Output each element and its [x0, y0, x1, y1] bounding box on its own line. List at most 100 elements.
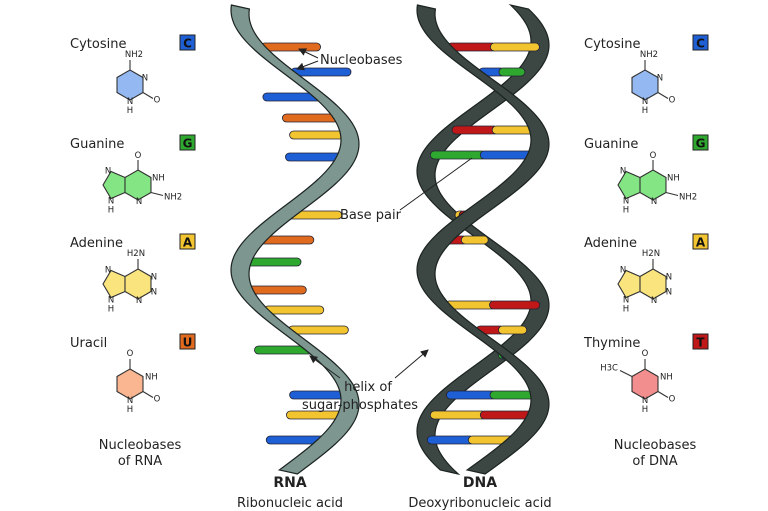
atom-label: N: [623, 296, 629, 306]
nucleobase-letter-box: [692, 333, 709, 350]
atom-label: NH2: [640, 50, 658, 60]
nucleobases-arrow: [296, 60, 319, 71]
dna-base-thymine: [489, 300, 541, 310]
bond: [657, 92, 669, 99]
atom-label: N: [651, 296, 657, 306]
pyrimidine-ring: [116, 69, 144, 101]
atom-label: N: [127, 97, 133, 107]
atom-label: NH2: [679, 193, 697, 203]
atom-label: N: [651, 197, 657, 207]
nucleobase-letter: A: [696, 236, 706, 250]
dna-base-cytosine: [426, 435, 475, 445]
nucleobase-letter-box: [179, 333, 196, 350]
bond: [142, 92, 154, 99]
nucleobase-name: Guanine: [584, 137, 638, 152]
nucleobases-arrow: [298, 48, 319, 59]
dna-base-thymine: [451, 125, 499, 135]
dna-helix: [416, 3, 550, 476]
atom-label: NH: [660, 373, 673, 383]
dna-base-guanine: [429, 150, 487, 160]
atom-label: O: [135, 151, 142, 161]
dna-base-adenine: [460, 235, 489, 245]
atom-label: N: [108, 197, 114, 207]
rna-title: RNA: [273, 475, 306, 491]
rna-bases-caption-line1: Nucleobases: [99, 438, 182, 453]
rna-nucleobase-adenine: [287, 325, 349, 335]
atom-label: N: [127, 396, 133, 406]
dna-base-adenine: [498, 325, 528, 335]
helix-arrow-dna: [394, 349, 429, 379]
atom-label: H: [642, 106, 648, 116]
atom-label: NH2: [164, 193, 182, 203]
rna-helix: [230, 4, 360, 475]
atom-label: N: [623, 197, 629, 207]
dna-title: DNA: [463, 475, 497, 491]
pyrimidine-ring: [631, 368, 659, 400]
atom-label: H: [623, 305, 629, 315]
atom-label: N: [151, 288, 157, 298]
atom-label: N: [105, 266, 111, 276]
atom-label: N: [666, 273, 672, 283]
nucleobase-letter: C: [183, 37, 192, 51]
atom-label: NH: [667, 174, 680, 184]
helix-annotation-line2: sugar-phosphates: [302, 398, 418, 413]
dna-base-adenine: [429, 410, 487, 420]
base-pair-annotation: Base pair: [340, 208, 402, 223]
nucleobase-letter-box: [692, 134, 709, 151]
atom-label: O: [669, 395, 676, 405]
pyrimidine-ring: [639, 268, 667, 300]
nucleobase-letter-box: [179, 233, 196, 250]
bond: [665, 191, 679, 197]
atom-label: N: [105, 167, 111, 177]
atom-label: O: [127, 349, 134, 359]
rna-nucleobase-cytosine: [290, 67, 352, 77]
rna-sugar-phosphate-strand: [230, 4, 360, 475]
atom-label: N: [108, 296, 114, 306]
atom-label: N: [620, 266, 626, 276]
bond: [150, 191, 164, 197]
atom-label: N: [657, 74, 663, 84]
nucleobase-letter-box: [179, 134, 196, 151]
nucleobase-letter-box: [692, 233, 709, 250]
nucleobase-name: Thymine: [583, 336, 640, 351]
rna-nucleobase-uracil: [260, 42, 321, 52]
rna-bases-caption-line2: of RNA: [118, 454, 162, 469]
nucleobase-letter-box: [692, 34, 709, 51]
nucleobase-name: Guanine: [70, 137, 124, 152]
atom-label: NH: [145, 373, 158, 383]
dna-bases-caption-line1: Nucleobases: [614, 438, 697, 453]
nucleobase-letter-box: [179, 34, 196, 51]
atom-label: H: [623, 206, 629, 216]
dna-subtitle: Deoxyribonucleic acid: [408, 496, 551, 511]
atom-label: NH: [152, 174, 165, 184]
atom-label: N: [151, 273, 157, 283]
atom-label: H: [642, 405, 648, 415]
nucleobase-name: Adenine: [584, 236, 637, 251]
pyrimidine-ring: [124, 169, 152, 201]
pyrimidine-ring: [631, 69, 659, 101]
base-pair-pointer: [399, 157, 473, 211]
atom-label: H: [127, 405, 133, 415]
rna-nucleobase-adenine: [263, 305, 325, 315]
atom-label: H: [127, 106, 133, 116]
atom-label: N: [620, 167, 626, 177]
dna-base-guanine: [498, 67, 526, 77]
nucleobase-letter: G: [183, 137, 193, 151]
atom-label: O: [154, 395, 161, 405]
nucleobase-name: Cytosine: [70, 37, 126, 52]
atom-label: N: [142, 74, 148, 84]
helix-arrow-rna: [309, 355, 341, 379]
nucleobase-letter: T: [696, 336, 705, 350]
nucleobase-name: Uracil: [70, 336, 107, 351]
atom-label: N: [642, 97, 648, 107]
atom-label: O: [642, 349, 649, 359]
atom-label: NH2: [125, 50, 143, 60]
